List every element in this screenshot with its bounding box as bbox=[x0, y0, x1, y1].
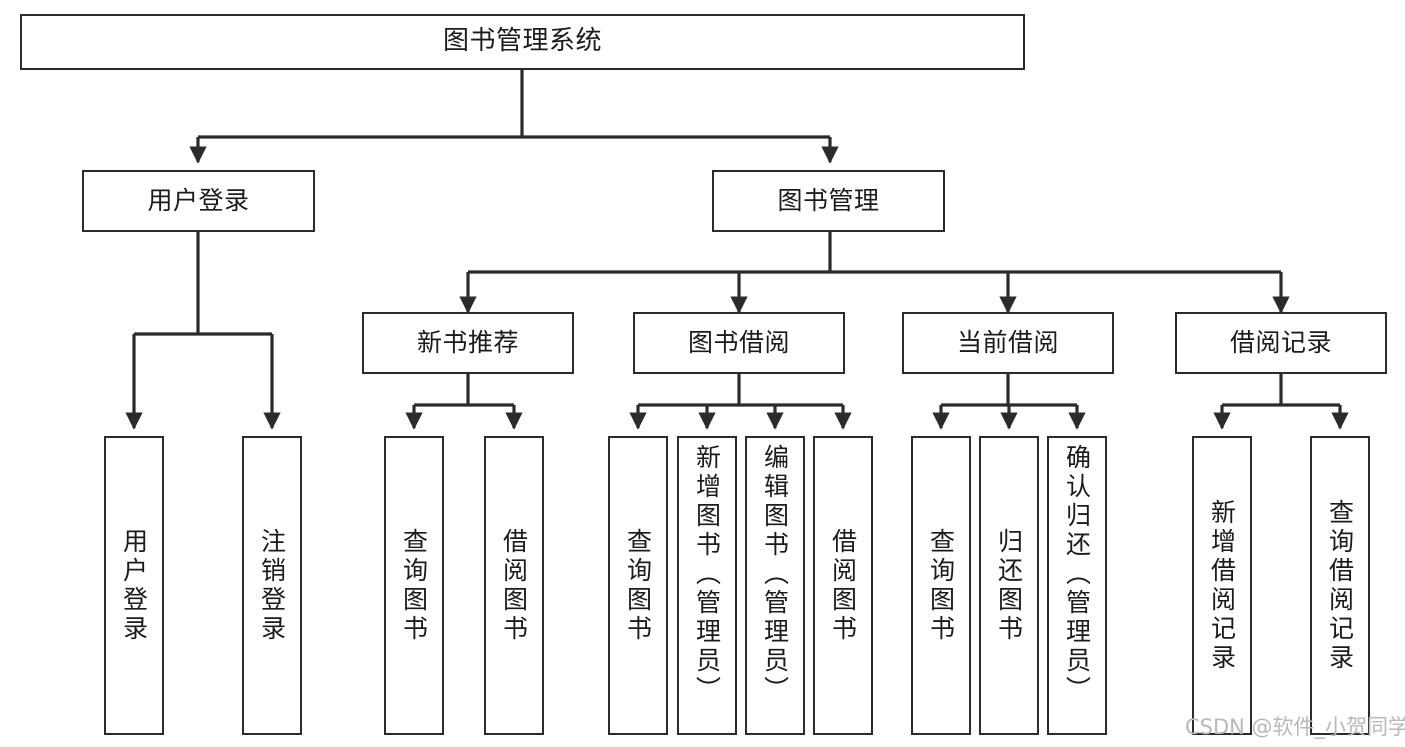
node-new-book-recommendation[interactable]: 新书推荐 bbox=[362, 312, 574, 374]
leaf-add-book-admin[interactable]: 新增图书（管理员） bbox=[677, 436, 737, 735]
node-book-management[interactable]: 图书管理 bbox=[712, 170, 945, 232]
leaf-borrow-book-recommend[interactable]: 借阅图书 bbox=[484, 436, 544, 735]
node-label: 查询借阅记录 bbox=[1325, 498, 1355, 673]
node-label: 借阅图书 bbox=[499, 527, 529, 644]
leaf-logout[interactable]: 注销登录 bbox=[242, 436, 302, 735]
node-label: 图书管理系统 bbox=[442, 26, 602, 57]
leaf-query-book-current[interactable]: 查询图书 bbox=[911, 436, 971, 735]
node-label: 借阅图书 bbox=[828, 527, 858, 644]
node-label: 编辑图书（管理员） bbox=[760, 444, 790, 705]
node-label: 当前借阅 bbox=[956, 327, 1059, 357]
node-label: 新书推荐 bbox=[416, 327, 519, 357]
node-current-borrowing[interactable]: 当前借阅 bbox=[902, 312, 1114, 374]
node-label: 查询图书 bbox=[623, 527, 653, 644]
leaf-user-login[interactable]: 用户登录 bbox=[104, 436, 164, 735]
leaf-query-book-recommend[interactable]: 查询图书 bbox=[384, 436, 444, 735]
node-label: 新增借阅记录 bbox=[1207, 498, 1237, 673]
leaf-confirm-return-admin[interactable]: 确认归还（管理员） bbox=[1047, 436, 1107, 735]
leaf-query-borrow-record[interactable]: 查询借阅记录 bbox=[1310, 436, 1370, 735]
node-book-borrowing[interactable]: 图书借阅 bbox=[633, 312, 845, 374]
node-label: 新增图书（管理员） bbox=[692, 444, 722, 705]
leaf-return-book[interactable]: 归还图书 bbox=[979, 436, 1039, 735]
node-label: 图书管理 bbox=[777, 185, 880, 215]
node-label: 查询图书 bbox=[399, 527, 429, 644]
csdn-watermark: CSDN @软件_小贺同学 bbox=[1185, 715, 1405, 739]
leaf-borrow-book[interactable]: 借阅图书 bbox=[813, 436, 873, 735]
node-root-book-management-system[interactable]: 图书管理系统 bbox=[20, 14, 1025, 70]
node-label: 确认归还（管理员） bbox=[1062, 444, 1092, 705]
node-label: 用户登录 bbox=[119, 527, 149, 644]
node-user-login[interactable]: 用户登录 bbox=[82, 170, 315, 232]
node-label: 归还图书 bbox=[994, 527, 1024, 644]
node-borrowing-records[interactable]: 借阅记录 bbox=[1175, 312, 1387, 374]
leaf-query-book-borrow[interactable]: 查询图书 bbox=[608, 436, 668, 735]
node-label: 图书借阅 bbox=[687, 327, 790, 357]
leaf-add-borrow-record[interactable]: 新增借阅记录 bbox=[1192, 436, 1252, 735]
leaf-edit-book-admin[interactable]: 编辑图书（管理员） bbox=[745, 436, 805, 735]
node-label: 借阅记录 bbox=[1229, 327, 1332, 357]
node-label: 注销登录 bbox=[257, 527, 287, 644]
node-label: 查询图书 bbox=[926, 527, 956, 644]
node-label: 用户登录 bbox=[147, 185, 250, 215]
